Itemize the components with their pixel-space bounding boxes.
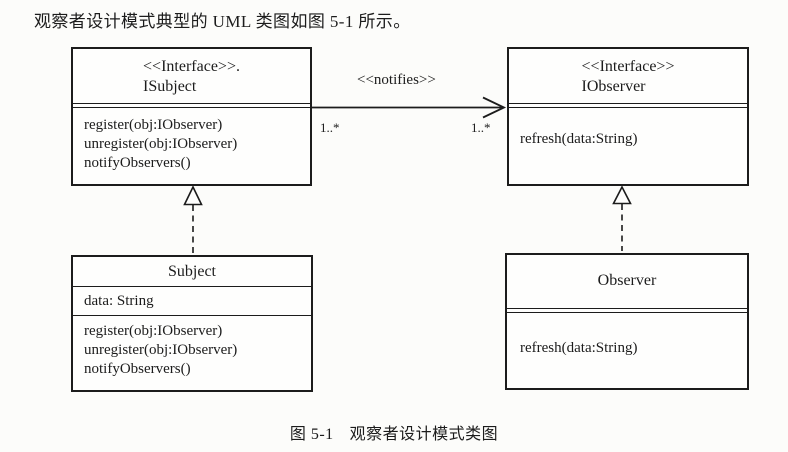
class-box-isubject: <<Interface>>. ISubject register(obj:IOb… [71, 47, 312, 186]
class-name: ISubject [143, 78, 197, 95]
class-header: <<Interface>> IObserver [509, 49, 747, 104]
method-item: notifyObservers() [84, 155, 191, 171]
methods-compartment: register(obj:IObserver) unregister(obj:I… [73, 108, 310, 173]
empty-attributes-compartment [509, 104, 747, 108]
method-item: register(obj:IObserver) [84, 117, 223, 133]
methods-compartment: register(obj:IObserver) unregister(obj:I… [73, 316, 311, 379]
methods-compartment: refresh(data:String) [509, 108, 747, 149]
class-box-subject: Subject data: String register(obj:IObser… [71, 255, 313, 392]
empty-attributes-compartment [73, 104, 310, 108]
class-name: Subject [73, 257, 311, 287]
multiplicity-target: 1..* [471, 120, 491, 135]
realization-arrow-right [612, 185, 632, 251]
attribute-item: data: String [84, 293, 154, 309]
association-label-notifies: <<notifies>> [357, 72, 436, 88]
class-box-observer: Observer refresh(data:String) [505, 253, 749, 390]
intro-text: 观察者设计模式典型的 UML 类图如图 5-1 所示。 [34, 12, 411, 31]
figure-caption-text: 观察者设计模式类图 [349, 426, 499, 443]
class-name: IObserver [581, 78, 646, 95]
class-name: Observer [507, 255, 747, 309]
stereotype-label: <<Interface>> [581, 58, 675, 75]
class-box-iobserver: <<Interface>> IObserver refresh(data:Str… [507, 47, 749, 186]
method-item: refresh(data:String) [520, 340, 638, 356]
method-item: unregister(obj:IObserver) [84, 136, 238, 152]
figure-caption: 图 5-1 观察者设计模式类图 [0, 420, 788, 444]
method-item: register(obj:IObserver) [84, 323, 223, 339]
method-item: notifyObservers() [84, 361, 191, 377]
association-arrow-notifies [312, 96, 507, 119]
method-item: unregister(obj:IObserver) [84, 342, 238, 358]
stereotype-label: <<Interface>>. [143, 58, 240, 75]
realization-arrow-left [183, 185, 203, 255]
figure-caption-label: 图 5-1 [289, 426, 334, 443]
method-item: refresh(data:String) [520, 131, 638, 147]
multiplicity-source: 1..* [320, 120, 340, 135]
attributes-compartment: data: String [73, 287, 311, 316]
methods-compartment: refresh(data:String) [507, 313, 747, 358]
class-header: <<Interface>>. ISubject [73, 49, 310, 104]
empty-attributes-compartment [507, 309, 747, 313]
